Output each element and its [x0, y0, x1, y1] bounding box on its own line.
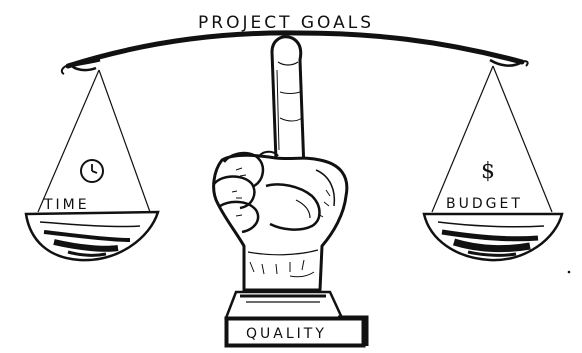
- clock-icon: [81, 160, 103, 182]
- pointing-hand: [214, 37, 347, 290]
- budget-label: BUDGET: [446, 196, 523, 212]
- left-pan-strings: [38, 70, 150, 212]
- quality-label: QUALITY: [246, 326, 327, 342]
- right-pan-strings: [432, 66, 552, 212]
- left-pan: [26, 212, 158, 260]
- right-pan: [424, 214, 562, 260]
- time-label: TIME: [43, 197, 90, 213]
- dollar-sign-icon: $: [481, 159, 495, 184]
- ink-dot: [568, 271, 571, 274]
- project-goals-title: PROJECT GOALS: [198, 13, 374, 33]
